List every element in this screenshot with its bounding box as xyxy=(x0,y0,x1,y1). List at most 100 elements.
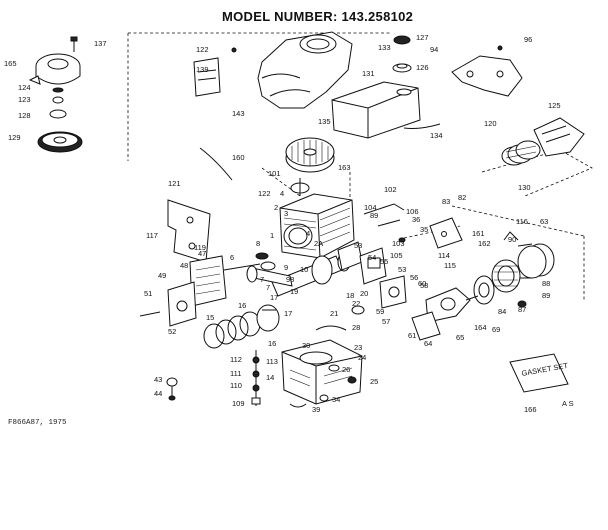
callout-103: 103 xyxy=(392,239,405,248)
callout-127: 127 xyxy=(416,33,429,42)
gasket-set-envelope: GASKET SET xyxy=(509,353,569,393)
starter-group-outline xyxy=(127,32,392,161)
callout-109: 109 xyxy=(232,399,245,408)
fuel-pump xyxy=(379,275,407,309)
callout-24: 24 xyxy=(358,353,366,362)
callout-6: 6 xyxy=(230,253,234,262)
callout-111: 111 xyxy=(230,369,241,378)
fuel-line xyxy=(403,123,441,129)
callout-44: 44 xyxy=(154,389,162,398)
callout-137: 137 xyxy=(94,39,107,48)
callout-64: 64 xyxy=(424,339,432,348)
callout-58: 58 xyxy=(420,281,428,290)
callout-163: 163 xyxy=(338,163,351,172)
callout-18: 18 xyxy=(346,291,354,300)
washer-123 xyxy=(52,96,64,104)
callout-119: 119 xyxy=(194,243,206,252)
callout-130: 130 xyxy=(518,183,531,192)
callout-4b: 4 xyxy=(306,229,310,238)
callout-124: 124 xyxy=(18,83,31,92)
callout-143: 143 xyxy=(232,109,245,118)
washer-87 xyxy=(517,300,527,308)
clutch-group-outline xyxy=(451,205,585,300)
callout-104: 104 xyxy=(364,203,377,212)
fuel-cap xyxy=(392,35,412,73)
spring-63 xyxy=(503,231,519,241)
callout-121: 121 xyxy=(168,179,181,188)
callout-9: 9 xyxy=(284,263,288,272)
washer-128 xyxy=(49,109,67,119)
callout-25: 25 xyxy=(370,377,378,386)
callout-34: 34 xyxy=(332,395,340,404)
callout-69: 69 xyxy=(492,325,500,334)
control-bracket xyxy=(429,217,463,249)
callout-54: 54 xyxy=(368,253,376,262)
piston xyxy=(256,304,280,332)
callout-47: 47 xyxy=(198,249,206,258)
callout-98: 98 xyxy=(286,275,294,284)
callout-89b: 89 xyxy=(542,291,550,300)
screw-103 xyxy=(398,237,406,243)
callout-53a: 53 xyxy=(354,241,362,250)
flywheel xyxy=(285,137,335,173)
clip-39 xyxy=(289,403,307,408)
callout-53b: 53 xyxy=(398,265,406,274)
callout-122a: 122 xyxy=(196,45,209,54)
pipe-61 xyxy=(411,311,441,341)
callout-39: 39 xyxy=(312,405,320,414)
callout-36: 36 xyxy=(412,215,420,224)
callout-165: 165 xyxy=(4,59,17,68)
wrist-pin-parts xyxy=(223,252,276,271)
callout-160: 160 xyxy=(232,153,245,162)
callout-63: 63 xyxy=(540,217,548,226)
callout-8: 8 xyxy=(256,239,260,248)
callout-116: 116 xyxy=(516,217,528,226)
tank-bracket xyxy=(451,55,523,97)
callout-117: 117 xyxy=(146,231,158,240)
callout-19: 19 xyxy=(290,287,298,296)
callout-43: 43 xyxy=(154,375,162,384)
model-number-title: MODEL NUMBER: 143.258102 xyxy=(222,9,413,24)
screw-137 xyxy=(70,36,78,52)
callout-89: 89 xyxy=(370,211,378,220)
crankcase-base xyxy=(281,339,363,405)
carburetor xyxy=(337,241,387,285)
callout-135: 135 xyxy=(318,117,331,126)
ignition-coil xyxy=(290,178,310,196)
callout-123: 123 xyxy=(18,95,31,104)
callout-20: 20 xyxy=(360,289,368,298)
drive-pulley xyxy=(473,275,495,305)
callout-115: 115 xyxy=(444,261,456,270)
callout-120: 120 xyxy=(484,119,497,128)
callout-26: 26 xyxy=(342,365,350,374)
recoil-starter-housing xyxy=(28,53,81,85)
starter-pulley xyxy=(37,131,83,153)
seal-18 xyxy=(351,305,365,315)
callout-161: 161 xyxy=(472,229,485,238)
callout-102: 102 xyxy=(384,185,397,194)
callout-110: 110 xyxy=(230,381,242,390)
callout-21: 21 xyxy=(330,309,338,318)
clutch-drum xyxy=(491,259,521,293)
callout-162: 162 xyxy=(478,239,491,248)
callout-48: 48 xyxy=(180,261,188,270)
callout-1: 1 xyxy=(270,231,274,240)
governor-link xyxy=(315,325,347,331)
shaft-164 xyxy=(465,295,479,301)
fuel-tank xyxy=(331,81,421,139)
callout-30: 30 xyxy=(302,341,310,350)
callout-56: 56 xyxy=(410,273,418,282)
callout-112: 112 xyxy=(230,355,242,364)
callout-22: 22 xyxy=(352,299,360,308)
callout-3: 3 xyxy=(284,209,288,218)
callout-16a: 16 xyxy=(238,301,246,310)
air-cleaner-cover xyxy=(533,117,585,157)
callout-128: 128 xyxy=(18,111,31,120)
washer-26 xyxy=(328,364,340,372)
connecting-rod xyxy=(246,265,293,287)
decal-plate xyxy=(193,57,221,97)
callout-164: 164 xyxy=(474,323,487,332)
footer-166: 166 xyxy=(524,405,537,414)
callout-2: 2 xyxy=(274,203,278,212)
